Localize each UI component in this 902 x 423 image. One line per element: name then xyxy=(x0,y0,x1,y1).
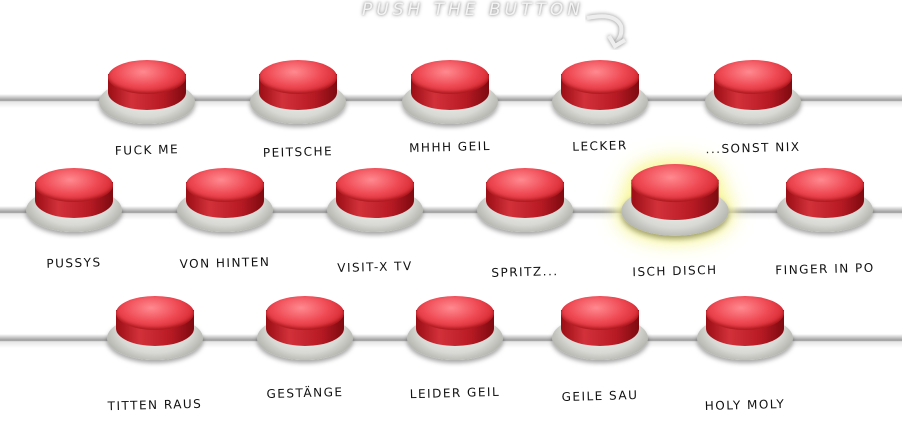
button-label: LECKER xyxy=(572,138,628,154)
button-cap xyxy=(186,168,264,202)
button-cap xyxy=(116,296,194,330)
button-label: ISCH DISCH xyxy=(632,262,718,280)
button-label: FUCK ME xyxy=(114,142,180,158)
button-cap xyxy=(108,60,186,94)
button-cap xyxy=(714,60,792,94)
push-button[interactable] xyxy=(777,168,873,234)
push-button[interactable] xyxy=(99,60,195,126)
button-cap xyxy=(631,164,719,203)
push-button[interactable] xyxy=(552,296,648,362)
push-button[interactable] xyxy=(697,296,793,362)
push-button[interactable] xyxy=(250,60,346,126)
button-label: SPRITZ... xyxy=(491,264,559,280)
button-cap xyxy=(266,296,344,330)
push-button[interactable] xyxy=(477,168,573,234)
button-label: TITTEN RAUS xyxy=(107,396,203,414)
button-cap xyxy=(706,296,784,330)
button-cap xyxy=(561,296,639,330)
push-button[interactable] xyxy=(407,296,503,362)
button-label: GESTÄNGE xyxy=(266,384,344,402)
button-label: VON HINTEN xyxy=(179,254,271,272)
button-label: ...SONST NIX xyxy=(705,139,801,157)
push-button[interactable] xyxy=(327,168,423,234)
button-label: MHHH GEIL xyxy=(408,138,492,156)
button-label: GEILE SAU xyxy=(561,387,639,405)
button-label: FINGER IN PO xyxy=(775,260,875,278)
button-cap xyxy=(786,168,864,202)
push-button[interactable] xyxy=(705,60,801,126)
push-button[interactable] xyxy=(107,296,203,362)
rail-row-2 xyxy=(0,206,902,220)
button-cap xyxy=(336,168,414,202)
button-label: LEIDER GEIL xyxy=(409,384,501,402)
push-button[interactable] xyxy=(26,168,122,234)
push-button[interactable] xyxy=(257,296,353,362)
button-label: VISIT-X TV xyxy=(337,259,413,275)
button-cap xyxy=(259,60,337,94)
button-cap xyxy=(561,60,639,94)
button-label: PEITSCHE xyxy=(262,144,334,160)
push-button[interactable] xyxy=(402,60,498,126)
button-cap xyxy=(416,296,494,330)
push-button[interactable] xyxy=(621,164,729,238)
push-button[interactable] xyxy=(552,60,648,126)
button-cap xyxy=(486,168,564,202)
push-button[interactable] xyxy=(177,168,273,234)
button-cap xyxy=(35,168,113,202)
header-title: PUSH THE BUTTON xyxy=(362,0,584,20)
curved-arrow-down-icon xyxy=(586,14,627,49)
button-label: HOLY MOLY xyxy=(704,396,786,414)
button-label: PUSSYS xyxy=(46,255,102,271)
button-cap xyxy=(411,60,489,94)
